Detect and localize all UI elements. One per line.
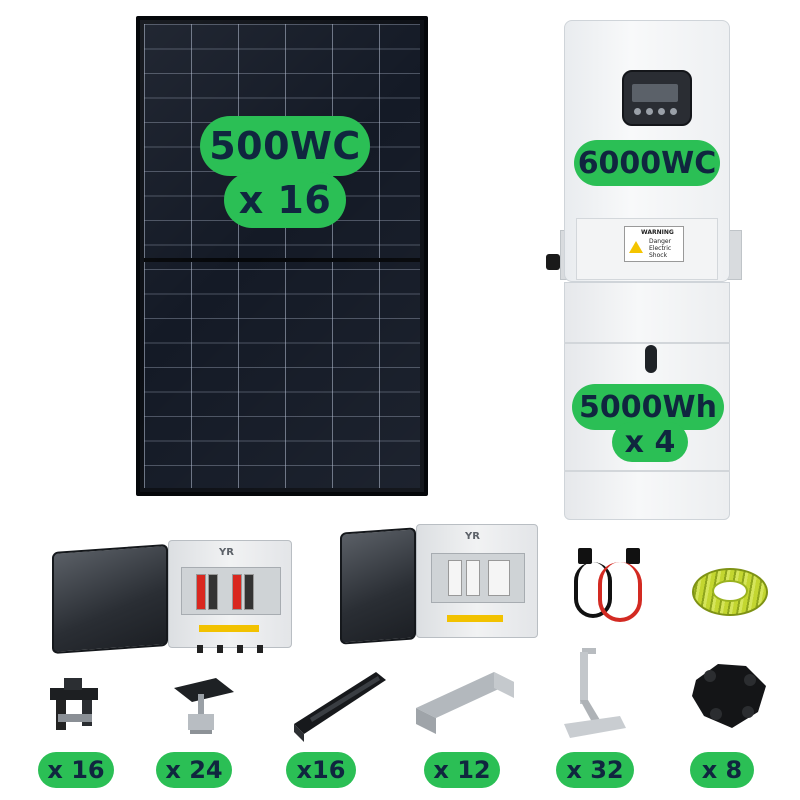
warning-line-2: Electric — [649, 245, 672, 252]
battery-quantity-badge: x 4 — [612, 422, 688, 462]
warning-label: WARNING Danger Electric Shock — [624, 226, 684, 262]
roof-hook-icon — [564, 648, 626, 738]
warning-triangle-icon — [629, 241, 643, 253]
warning-title: WARNING — [641, 229, 674, 236]
tower-knob-icon — [546, 254, 560, 270]
battery-indicator-icon — [645, 345, 657, 373]
box-window — [431, 553, 525, 603]
battery-divider — [564, 342, 730, 344]
pv-cable-red — [598, 562, 642, 622]
connector-quantity-badge: x 8 — [690, 752, 754, 788]
ac-protection-box-image: YR — [416, 524, 538, 638]
rail-quantity-badge: x16 — [286, 752, 356, 788]
mounting-rail-icon — [294, 672, 386, 742]
battery-divider — [564, 470, 730, 472]
roll-center — [712, 580, 748, 602]
mc4-connector-icon — [578, 548, 592, 564]
combiner-box-door — [52, 543, 168, 655]
mid-clamp-icon — [174, 678, 234, 734]
panel-quantity-badge: x 16 — [224, 172, 346, 228]
solar-panel-image — [136, 16, 428, 496]
rail-splice-icon — [416, 672, 514, 734]
inverter-power-badge: 6000WC — [574, 140, 720, 186]
box-window — [181, 567, 281, 615]
cable-connector-icon — [692, 664, 766, 728]
pv-combiner-box-image: YR — [168, 540, 292, 653]
inverter-display-icon — [622, 70, 692, 126]
box-brand-label: YR — [465, 531, 480, 542]
panel-power-badge: 500WC — [200, 116, 370, 176]
warning-line-1: Danger — [649, 238, 672, 245]
splice-quantity-badge: x 12 — [424, 752, 500, 788]
ac-box-door — [340, 527, 416, 645]
mid-clamp-quantity-badge: x 24 — [156, 752, 232, 788]
end-clamp-quantity-badge: x 16 — [38, 752, 114, 788]
roof-hook-quantity-badge: x 32 — [556, 752, 634, 788]
end-clamp-icon — [50, 678, 98, 730]
mc4-connector-icon — [626, 548, 640, 564]
box-brand-label: YR — [219, 547, 234, 558]
warning-line-3: Shock — [649, 252, 668, 259]
